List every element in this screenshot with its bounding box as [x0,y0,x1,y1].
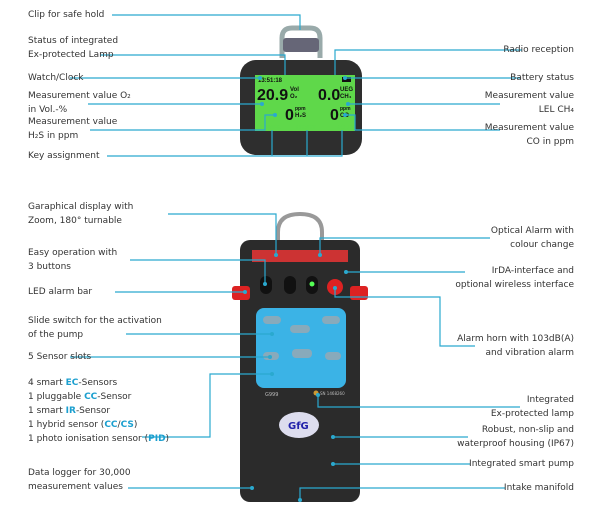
logo-badge [279,412,319,438]
sensor-cc: 1 pluggable CC-Sensor [28,392,132,402]
lel-value: 0.0 [318,87,340,104]
sensor-hybrid: 1 hybrid sensor (CC/CS) [28,420,138,430]
screen [255,75,355,131]
lel-unit: UEG [340,87,353,93]
sensor-slot [263,316,281,324]
o2-gas: O₂ [290,94,298,100]
label-slots: 5 Sensor slots [28,352,92,362]
status-led [309,281,315,287]
label-clip: Clip for safe hold [28,10,105,20]
sensor-pid: 1 photo ionisation sensor (PID) [28,434,170,444]
label-battery: Battery status [510,73,574,83]
bottom-device: G999 SN 1468260 GfG [232,211,368,502]
led-left [232,286,250,300]
key-zoom[interactable]: ZOOM [337,125,355,131]
h2s-value: 0 [285,107,294,124]
sensor-ir: 1 smart IR-Sensor [28,406,111,416]
sensor-ec: 4 smart EC-Sensors [28,378,118,388]
key-reset[interactable]: RESET [296,125,316,131]
sensor-slot [325,352,341,360]
lel-gas: CH₄ [340,94,352,100]
label-horn: Alarm horn with 103dB(A)and vibration al… [457,334,574,358]
label-intake: Intake manifold [503,483,574,493]
top-device: 13:51:18 20.9 Vol O₂ 0.0 UEG CH₄ 0 ppm H… [240,25,362,155]
o2-unit: Vol [290,87,299,93]
leader-dots [243,76,350,502]
sensor-slot [322,316,340,324]
co-value: 0 [330,107,339,124]
sensor-slot [292,349,312,358]
pump-cover[interactable] [256,308,346,388]
led-right [350,286,368,300]
clip-icon [276,211,324,245]
model-label: G999 [265,392,278,398]
clip-icon [279,25,323,58]
label-keys: Key assignment [28,151,100,161]
label-clock: Watch/Clock [28,73,84,83]
battery-icon [342,77,351,82]
h2s-unit: ppm [295,106,306,112]
o2-value: 20.9 [257,87,288,104]
logo-text: GfG [288,421,309,432]
h2s-gas: H₂S [295,113,306,119]
sensor-slot [290,325,310,333]
label-pump: Integrated smart pump [469,459,574,469]
co-unit: ppm [340,106,351,112]
led-alarm-bar [252,250,348,262]
label-radio: Radio reception [503,45,574,55]
sensor-list: 4 smart EC-Sensors 1 pluggable CC-Sensor… [28,376,169,446]
key-lampe[interactable]: LAMPE [260,125,281,131]
clock-readout: 13:51:18 [258,78,283,84]
leader-lines [70,14,522,500]
serial-label: SN 1468260 [320,391,345,396]
button-2[interactable] [284,276,296,294]
label-led: LED alarm bar [28,287,93,297]
